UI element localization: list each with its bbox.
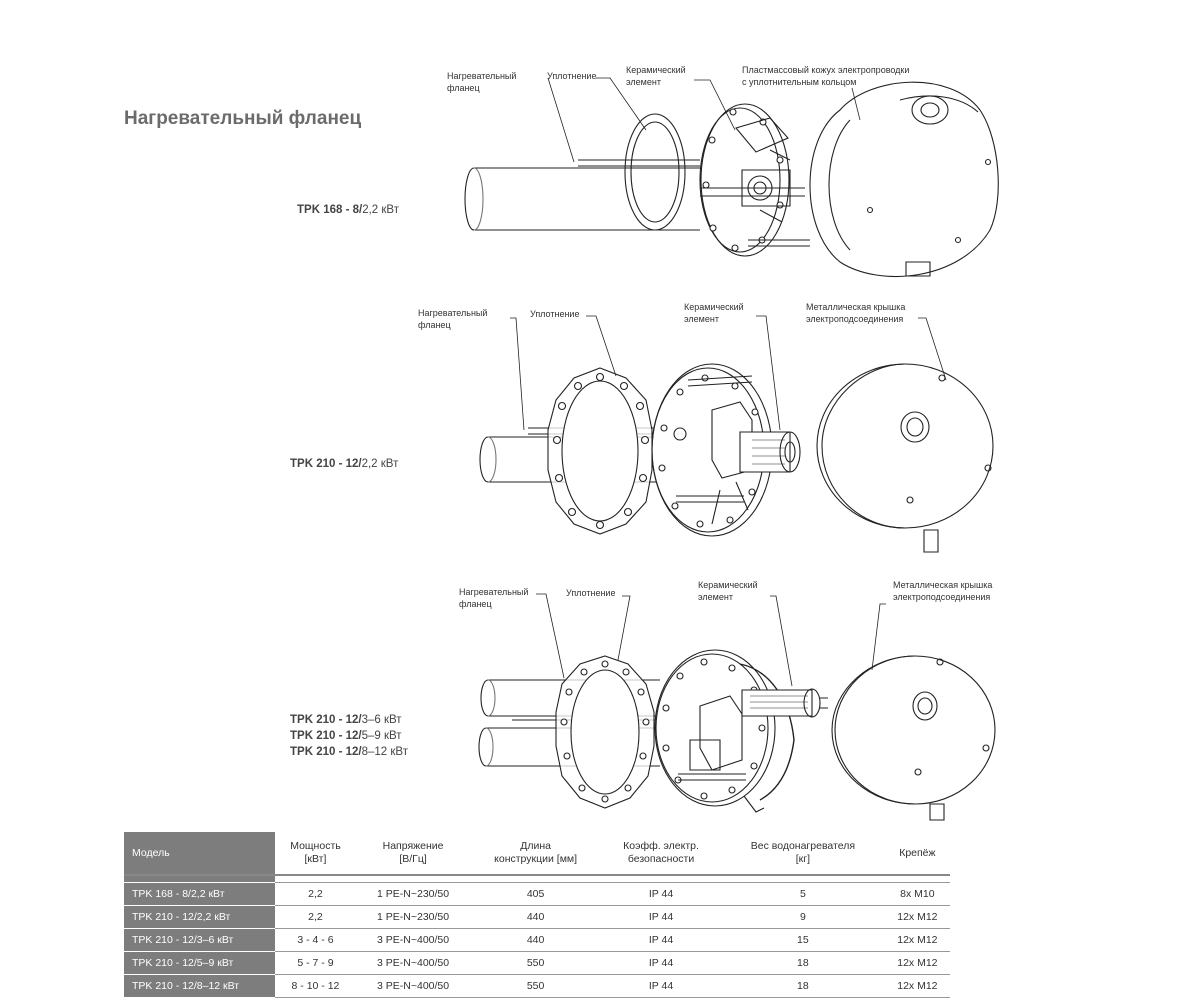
cell-power: 5 - 7 - 9	[275, 951, 356, 975]
cell-length: 440	[470, 905, 602, 929]
cell-length: 440	[470, 928, 602, 952]
model-label-2: TPK 210 - 12/2,2 кВт	[290, 456, 398, 472]
cell-protection: IP 44	[601, 882, 721, 906]
table-spacer	[124, 875, 950, 883]
cell-fastening: 12x M12	[884, 905, 950, 929]
callout-ceramic-2: Керамический элемент	[684, 302, 744, 324]
model-line: TPK 210 - 12/8–12 кВт	[290, 744, 408, 760]
exploded-drawings	[0, 0, 1200, 830]
cell-voltage: 3 PE-N~400/50	[355, 974, 471, 998]
cell-voltage: 3 PE-N~400/50	[355, 928, 471, 952]
callout-flange-3: Нагревательный фланец	[459, 587, 529, 609]
cell-power: 2,2	[275, 905, 356, 929]
model-code: TPK 168 - 8/	[297, 204, 363, 216]
cell-model: TPK 210 - 12/2,2 кВт	[124, 905, 275, 929]
cell-model: TPK 210 - 12/5–9 кВт	[124, 951, 275, 975]
model-label-3: TPK 210 - 12/3–6 кВт TPK 210 - 12/5–9 кВ…	[290, 712, 408, 760]
cell-weight: 18	[720, 974, 885, 998]
cell-protection: IP 44	[601, 951, 721, 975]
model-label-1: TPK 168 - 8/2,2 кВт	[297, 202, 399, 218]
cell-power: 8 - 10 - 12	[275, 974, 356, 998]
model-power: 3–6 кВт	[361, 714, 402, 726]
model-power: 2,2 кВт	[362, 204, 399, 216]
table-header-row: Модель Мощность [кВт] Напряжение [В/Гц] …	[124, 832, 950, 876]
cell-weight: 9	[720, 905, 885, 929]
cell-weight: 18	[720, 951, 885, 975]
callout-gasket-1: Уплотнение	[547, 71, 597, 81]
callout-cover-1: Пластмассовый кожух электропроводки с уп…	[742, 65, 910, 87]
header-fastening: Крепёж	[884, 832, 950, 876]
cell-fastening: 12x M12	[884, 974, 950, 998]
cell-voltage: 1 PE-N~230/50	[355, 905, 471, 929]
callout-gasket-2: Уплотнение	[530, 309, 580, 319]
model-code: TPK 210 - 12/	[290, 730, 362, 742]
model-power: 5–9 кВт	[361, 730, 402, 742]
cell-fastening: 8x M10	[884, 882, 950, 906]
header-length: Длина конструкции [мм]	[470, 832, 602, 876]
header-voltage: Напряжение [В/Гц]	[355, 832, 471, 876]
assembly-1-drawing	[465, 78, 998, 276]
cell-weight: 15	[720, 928, 885, 952]
header-power: Мощность [кВт]	[275, 832, 356, 876]
header-protection: Коэфф. электр. безопасности	[601, 832, 721, 876]
cell-weight: 5	[720, 882, 885, 906]
cell-voltage: 1 PE-N~230/50	[355, 882, 471, 906]
callout-ceramic-1: Керамический элемент	[626, 65, 686, 87]
cell-fastening: 12x M12	[884, 951, 950, 975]
cell-length: 550	[470, 974, 602, 998]
model-line: TPK 210 - 12/5–9 кВт	[290, 728, 408, 744]
model-code: TPK 210 - 12/	[290, 714, 362, 726]
model-code: TPK 210 - 12/	[290, 746, 362, 758]
page-title: Нагревательный фланец	[124, 108, 362, 129]
model-power: 8–12 кВт	[361, 746, 408, 758]
cell-length: 405	[470, 882, 602, 906]
cell-protection: IP 44	[601, 905, 721, 929]
callout-cover-2: Металлическая крышка электроподсоединени…	[806, 302, 906, 324]
cell-length: 550	[470, 951, 602, 975]
model-line: TPK 210 - 12/3–6 кВт	[290, 712, 408, 728]
cell-power: 3 - 4 - 6	[275, 928, 356, 952]
model-power: 2,2 кВт	[361, 458, 399, 470]
cell-model: TPK 210 - 12/3–6 кВт	[124, 928, 275, 952]
cell-model: TPK 168 - 8/2,2 кВт	[124, 882, 275, 906]
spec-table: Модель Мощность [кВт] Напряжение [В/Гц] …	[124, 832, 950, 998]
callout-flange-2: Нагревательный фланец	[418, 308, 488, 330]
header-model: Модель	[124, 832, 275, 876]
cell-protection: IP 44	[601, 974, 721, 998]
header-weight: Вес водонагревателя [кг]	[720, 832, 885, 876]
callout-cover-3: Металлическая крышка электроподсоединени…	[893, 580, 993, 602]
cell-model: TPK 210 - 12/8–12 кВт	[124, 974, 275, 998]
callout-flange-1: Нагревательный фланец	[447, 71, 517, 93]
cell-voltage: 3 PE-N~400/50	[355, 951, 471, 975]
callout-gasket-3: Уплотнение	[566, 588, 616, 598]
assembly-3-drawing	[479, 594, 995, 820]
cell-fastening: 12x M12	[884, 928, 950, 952]
model-code: TPK 210 - 12/	[290, 458, 362, 470]
callout-ceramic-3: Керамический элемент	[698, 580, 758, 602]
cell-protection: IP 44	[601, 928, 721, 952]
cell-power: 2,2	[275, 882, 356, 906]
assembly-2-drawing	[480, 316, 993, 552]
